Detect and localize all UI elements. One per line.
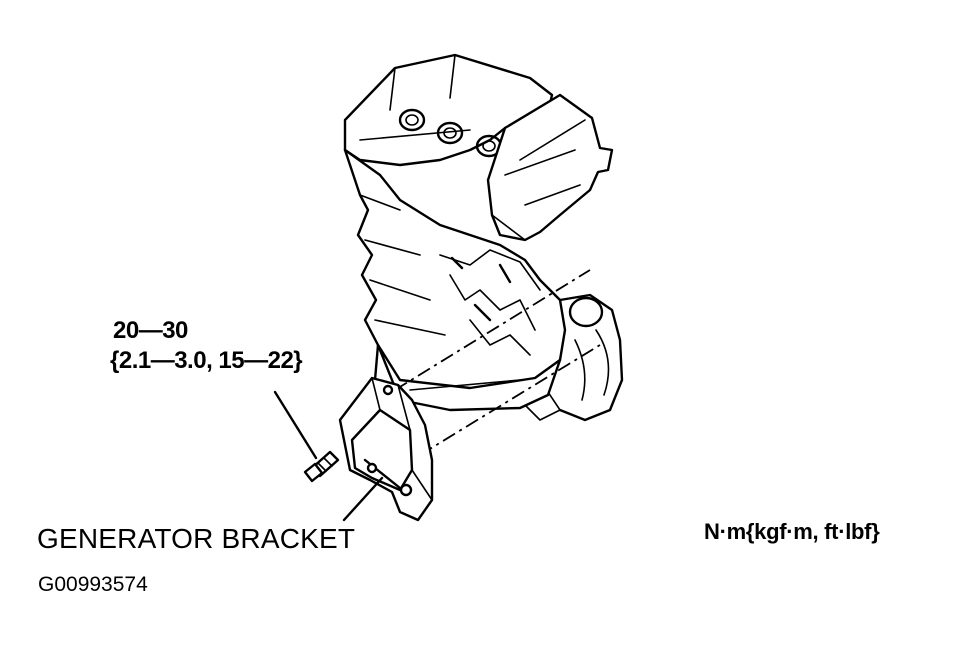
- torque-spec-alternate-units: {2.1—3.0, 15—22}: [110, 347, 303, 374]
- leader-lines: [273, 390, 384, 522]
- torque-units-note: N·m{kgf·m, ft·lbf}: [704, 519, 880, 544]
- cylinder-head: [343, 53, 554, 167]
- bracket-bolt: [303, 450, 340, 483]
- timing-cover: [486, 93, 614, 242]
- lower-block: [376, 343, 562, 412]
- torque-spec-range: 20—30: [113, 317, 188, 344]
- generator-bracket: [338, 376, 434, 522]
- figure-code: G00993574: [38, 573, 148, 596]
- flywheel-housing: [524, 293, 624, 422]
- part-label: GENERATOR BRACKET: [37, 523, 356, 554]
